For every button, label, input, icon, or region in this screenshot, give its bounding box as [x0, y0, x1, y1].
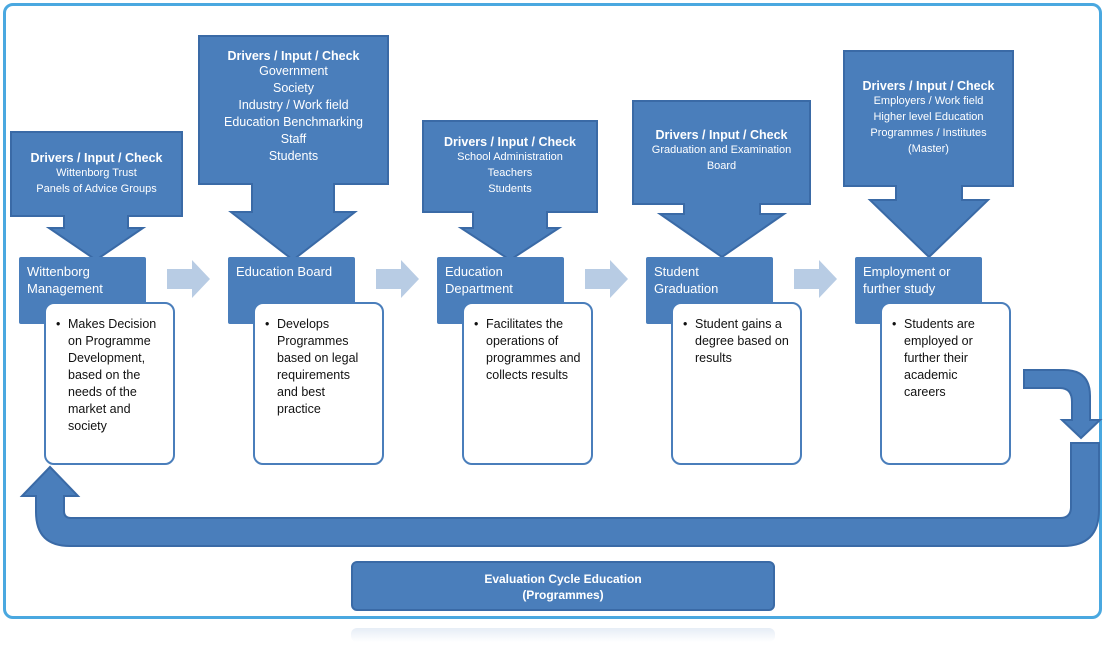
card-text: Develops Programmes based on legal requi… [277, 317, 359, 416]
stage-card-5: • Students are employed or further their … [880, 302, 1011, 465]
callout-2: Drivers / Input / Check Government Socie… [199, 49, 388, 165]
callout-1: Drivers / Input / Check Wittenborg Trust… [11, 151, 182, 197]
callout-3: Drivers / Input / Check School Administr… [423, 135, 597, 197]
callout-heading: Drivers / Input / Check [30, 151, 163, 165]
evaluation-reflection [351, 628, 775, 642]
callout-line: Board [706, 160, 737, 172]
stage-card-2: • Develops Programmes based on legal requ… [253, 302, 384, 465]
callout-line: Teachers [487, 167, 533, 179]
callout-line: Students [488, 183, 532, 195]
callout-line: Industry / Work field [238, 98, 349, 112]
callout-shape-2 [198, 35, 389, 262]
callout-heading: Drivers / Input / Check [655, 128, 788, 142]
callout-shape-1 [10, 131, 183, 262]
bullet-icon: • [892, 317, 897, 331]
callout-shape-3 [422, 120, 598, 262]
callout-line: Employers / Work field [873, 95, 984, 107]
callout-line: School Administration [457, 151, 563, 163]
flow-arrow-4 [794, 260, 837, 298]
flow-arrow-2 [376, 260, 419, 298]
callout-line: Panels of Advice Groups [36, 183, 157, 195]
callout-heading: Drivers / Input / Check [862, 79, 995, 93]
card-text: Makes Decision on Programme Development,… [68, 317, 157, 433]
callout-line: Wittenborg Trust [56, 167, 137, 179]
callout-line: Students [268, 149, 319, 163]
callout-line: Education Benchmarking [224, 115, 363, 129]
evaluation-cycle-box: Evaluation Cycle Education (Programmes) [351, 561, 775, 611]
callout-shape-5 [843, 50, 1014, 259]
callout-line: Higher level Education [873, 111, 984, 123]
turn-down-arrow [1023, 369, 1103, 440]
flow-arrow-1 [167, 260, 210, 298]
card-text: Facilitates the operations of programmes… [486, 317, 581, 382]
callout-shape-4 [632, 100, 811, 259]
card-text: Student gains a degree based on results [695, 317, 789, 365]
bullet-icon: • [474, 317, 479, 331]
card-text: Students are employed or further their a… [904, 317, 975, 399]
bullet-icon: • [265, 317, 270, 331]
evaluation-subtitle: (Programmes) [522, 588, 604, 602]
callout-4: Drivers / Input / Check Graduation and E… [633, 128, 810, 174]
flow-arrow-3 [585, 260, 628, 298]
stage-card-3: • Facilitates the operations of programme… [462, 302, 593, 465]
callout-5: Drivers / Input / Check Employers / Work… [844, 79, 1013, 157]
callout-line: Government [259, 64, 328, 78]
callout-line: Programmes / Institutes [870, 127, 987, 139]
stage-card-4: • Student gains a degree based on results [671, 302, 802, 465]
callout-line: Society [273, 81, 314, 95]
bullet-icon: • [683, 317, 688, 331]
evaluation-title: Evaluation Cycle Education [484, 572, 642, 586]
callout-line: Staff [280, 132, 307, 146]
return-cycle-arrow [19, 442, 1100, 547]
callout-heading: Drivers / Input / Check [227, 49, 360, 63]
bullet-icon: • [56, 317, 61, 331]
stage-card-1: • Makes Decision on Programme Development… [44, 302, 175, 465]
callout-line: (Master) [908, 143, 949, 155]
callout-line: Graduation and Examination [651, 144, 792, 156]
callout-heading: Drivers / Input / Check [444, 135, 576, 149]
